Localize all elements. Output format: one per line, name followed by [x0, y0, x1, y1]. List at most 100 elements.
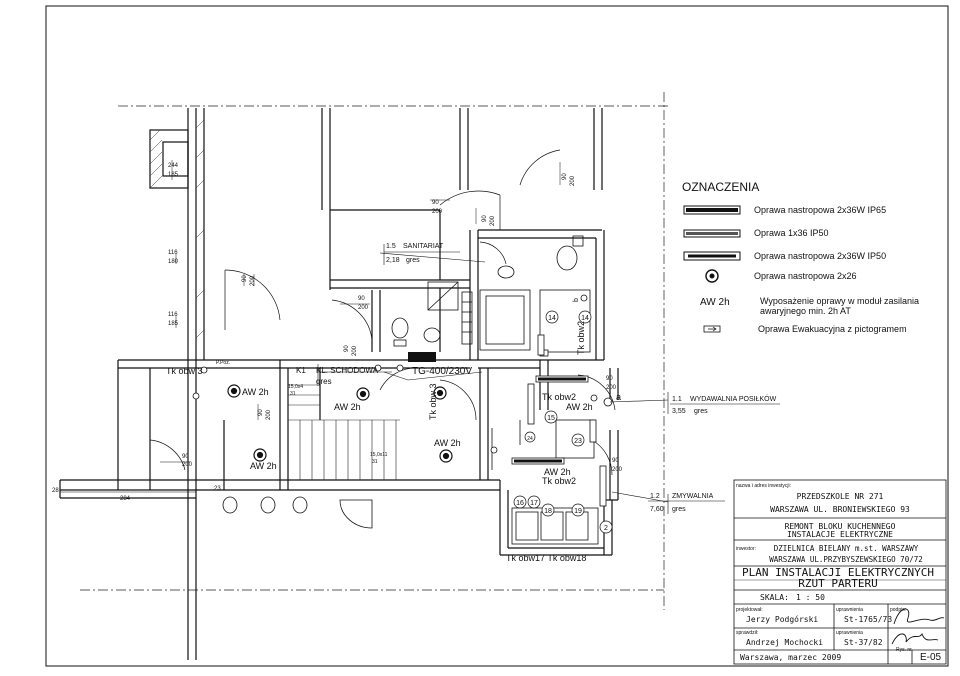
- svg-text:15,0x11: 15,0x11: [370, 452, 388, 458]
- tag-19: 19: [574, 508, 582, 515]
- circuit-b: b: [573, 298, 580, 302]
- wall-hatch: [149, 119, 205, 339]
- sanitariat-name: SANITARIAT: [403, 243, 444, 250]
- svg-text:90: 90: [258, 409, 264, 416]
- wydawalnia-name: WYDAWALNIA POSIŁKÓW: [690, 394, 777, 403]
- svg-text:200: 200: [250, 275, 256, 286]
- legend-title: OZNACZENIA: [682, 180, 759, 194]
- scope-line2: INSTALACJE ELEKTRYCZNE: [787, 530, 893, 539]
- tag-2: 2: [604, 525, 608, 532]
- tk-obw2-vertical: Tk obw2: [576, 321, 586, 355]
- svg-text:200: 200: [612, 467, 623, 473]
- school-line2: WARSZAWA UL. BRONIEWSKIEGO 93: [770, 505, 910, 514]
- stair-name: KL. SCHODOWA: [316, 366, 379, 375]
- zmywalnia-area: 7,60: [650, 506, 664, 513]
- sanitariat-area: 2,18: [386, 257, 400, 264]
- signature-label: podpis:: [890, 607, 906, 613]
- svg-text:200: 200: [182, 462, 193, 468]
- svg-text:90: 90: [562, 173, 568, 180]
- svg-text:200: 200: [358, 305, 369, 311]
- sanitary-fixtures: [222, 235, 595, 529]
- tag-17: 17: [530, 500, 538, 507]
- sheet-number: E-05: [920, 652, 942, 663]
- scale-label: SKALA:: [760, 593, 789, 602]
- drawing-title-1: PLAN INSTALACJI ELEKTRYCZNYCH: [742, 566, 934, 579]
- investor-line2: WARSZAWA UL.PRZYBYSZEWSKIEGO 70/72: [769, 555, 923, 564]
- walls: [59, 108, 619, 660]
- designer-name: Jerzy Podgórski: [746, 614, 818, 624]
- svg-text:90: 90: [482, 215, 488, 222]
- circuit-a: a: [616, 392, 621, 402]
- svg-text:90: 90: [358, 296, 365, 302]
- svg-text:90: 90: [432, 200, 439, 206]
- legend-item-2: Oprawa 1x36 IP50: [754, 228, 829, 238]
- tag-15: 15: [547, 415, 555, 422]
- legend-item-6: Oprawa Ewakuacyjna z pictogramem: [758, 324, 907, 334]
- svg-text:200: 200: [490, 215, 496, 226]
- svg-text:90: 90: [344, 345, 350, 352]
- aw-label-5: AW 2h: [566, 402, 593, 412]
- checker-label: sprawdził:: [736, 630, 758, 636]
- tk-obw3-left: Tk obw 3: [166, 366, 203, 376]
- svg-text:23: 23: [214, 486, 221, 492]
- svg-text:90: 90: [606, 376, 613, 382]
- equipment-tag-numbers: 14 14 15 23 24 16 17 18 19 2: [516, 315, 608, 532]
- school-line1: PRZEDSZKOLE NR 271: [797, 492, 884, 501]
- stair-floor: gres: [316, 377, 332, 386]
- legend-aw-symbol: AW 2h: [700, 297, 730, 308]
- svg-text:116: 116: [168, 250, 178, 256]
- leader-lines: [317, 244, 669, 514]
- tk-obw2-upper: Tk obw2: [542, 392, 576, 402]
- equipment-tags: [513, 310, 613, 534]
- svg-text:90: 90: [182, 454, 189, 460]
- svg-text:185: 185: [168, 172, 179, 178]
- wydawalnia-floor: gres: [694, 408, 708, 415]
- sanitariat-number: 1.5: [386, 243, 396, 250]
- investor-line1: DZIELNICA BIELANY m.st. WARSZAWY: [774, 544, 919, 553]
- stair-number: K1: [296, 366, 306, 375]
- svg-text:200: 200: [606, 385, 617, 391]
- checker-name: Andrzej Mochocki: [746, 638, 823, 647]
- checker-perm-label: uprawnienia: [836, 630, 863, 636]
- svg-text:15,0x4: 15,0x4: [288, 384, 303, 390]
- tk-obw3-vertical: Tk obw 3: [428, 383, 438, 420]
- title-block-text: nazwa i adres inwestycji: PRZEDSZKOLE NR…: [736, 483, 942, 663]
- vertical-dims: 90 200 90 200 90 200 90 200 90 200: [242, 173, 576, 420]
- zmywalnia-number: 1.2: [650, 493, 660, 500]
- aw-label-3: AW 2h: [250, 461, 277, 471]
- title-block: [733, 479, 947, 665]
- svg-text:28: 28: [52, 488, 59, 494]
- staircase: [288, 384, 400, 480]
- tag-14a: 14: [548, 315, 556, 322]
- svg-text:200: 200: [432, 209, 443, 215]
- legend-item-1: Oprawa nastropowa 2x36W IP65: [754, 205, 886, 215]
- svg-text:200: 200: [570, 175, 576, 186]
- axis-lines: [80, 92, 670, 610]
- zmywalnia-name: ZMYWALNIA: [672, 493, 714, 500]
- sheet-label: Rys. nr: [896, 647, 912, 653]
- legend-aw-line1: Wyposażenie oprawy w moduł zasilania: [760, 296, 919, 306]
- investor-label: inwestor:: [736, 546, 756, 552]
- wydawalnia-number: 1.1: [672, 396, 682, 403]
- aw-label-6: AW 2h: [544, 467, 571, 477]
- signatures: [891, 608, 945, 645]
- sheet-frame: [45, 5, 949, 667]
- tag-18: 18: [544, 508, 552, 515]
- designer-perm: St-1765/73: [844, 615, 892, 624]
- round-fixtures: [227, 384, 453, 463]
- checker-perm: St-37/82: [844, 638, 883, 647]
- switchboard-symbol: [408, 352, 436, 362]
- tag-14b: 14: [581, 315, 589, 322]
- svg-text:200: 200: [266, 409, 272, 420]
- legend: OZNACZENIA Oprawa nastropowa 2x36W IP65 …: [682, 180, 919, 334]
- scope-line1: REMONT BLOKU KUCHENNEGO: [785, 522, 896, 531]
- investor-caption: nazwa i adres inwestycji:: [736, 483, 791, 489]
- scale-value: 1 : 50: [796, 593, 825, 602]
- ceiling-fixtures: [511, 334, 607, 507]
- place-date: Warszawa, marzec 2009: [740, 653, 841, 662]
- drawing-title-2: RZUT PARTERU: [798, 577, 877, 590]
- tag-24: 24: [527, 436, 533, 442]
- legend-item-3: Oprawa nastropowa 2x36W IP50: [754, 251, 886, 261]
- legend-item-4: Oprawa nastropowa 2x26: [754, 271, 857, 281]
